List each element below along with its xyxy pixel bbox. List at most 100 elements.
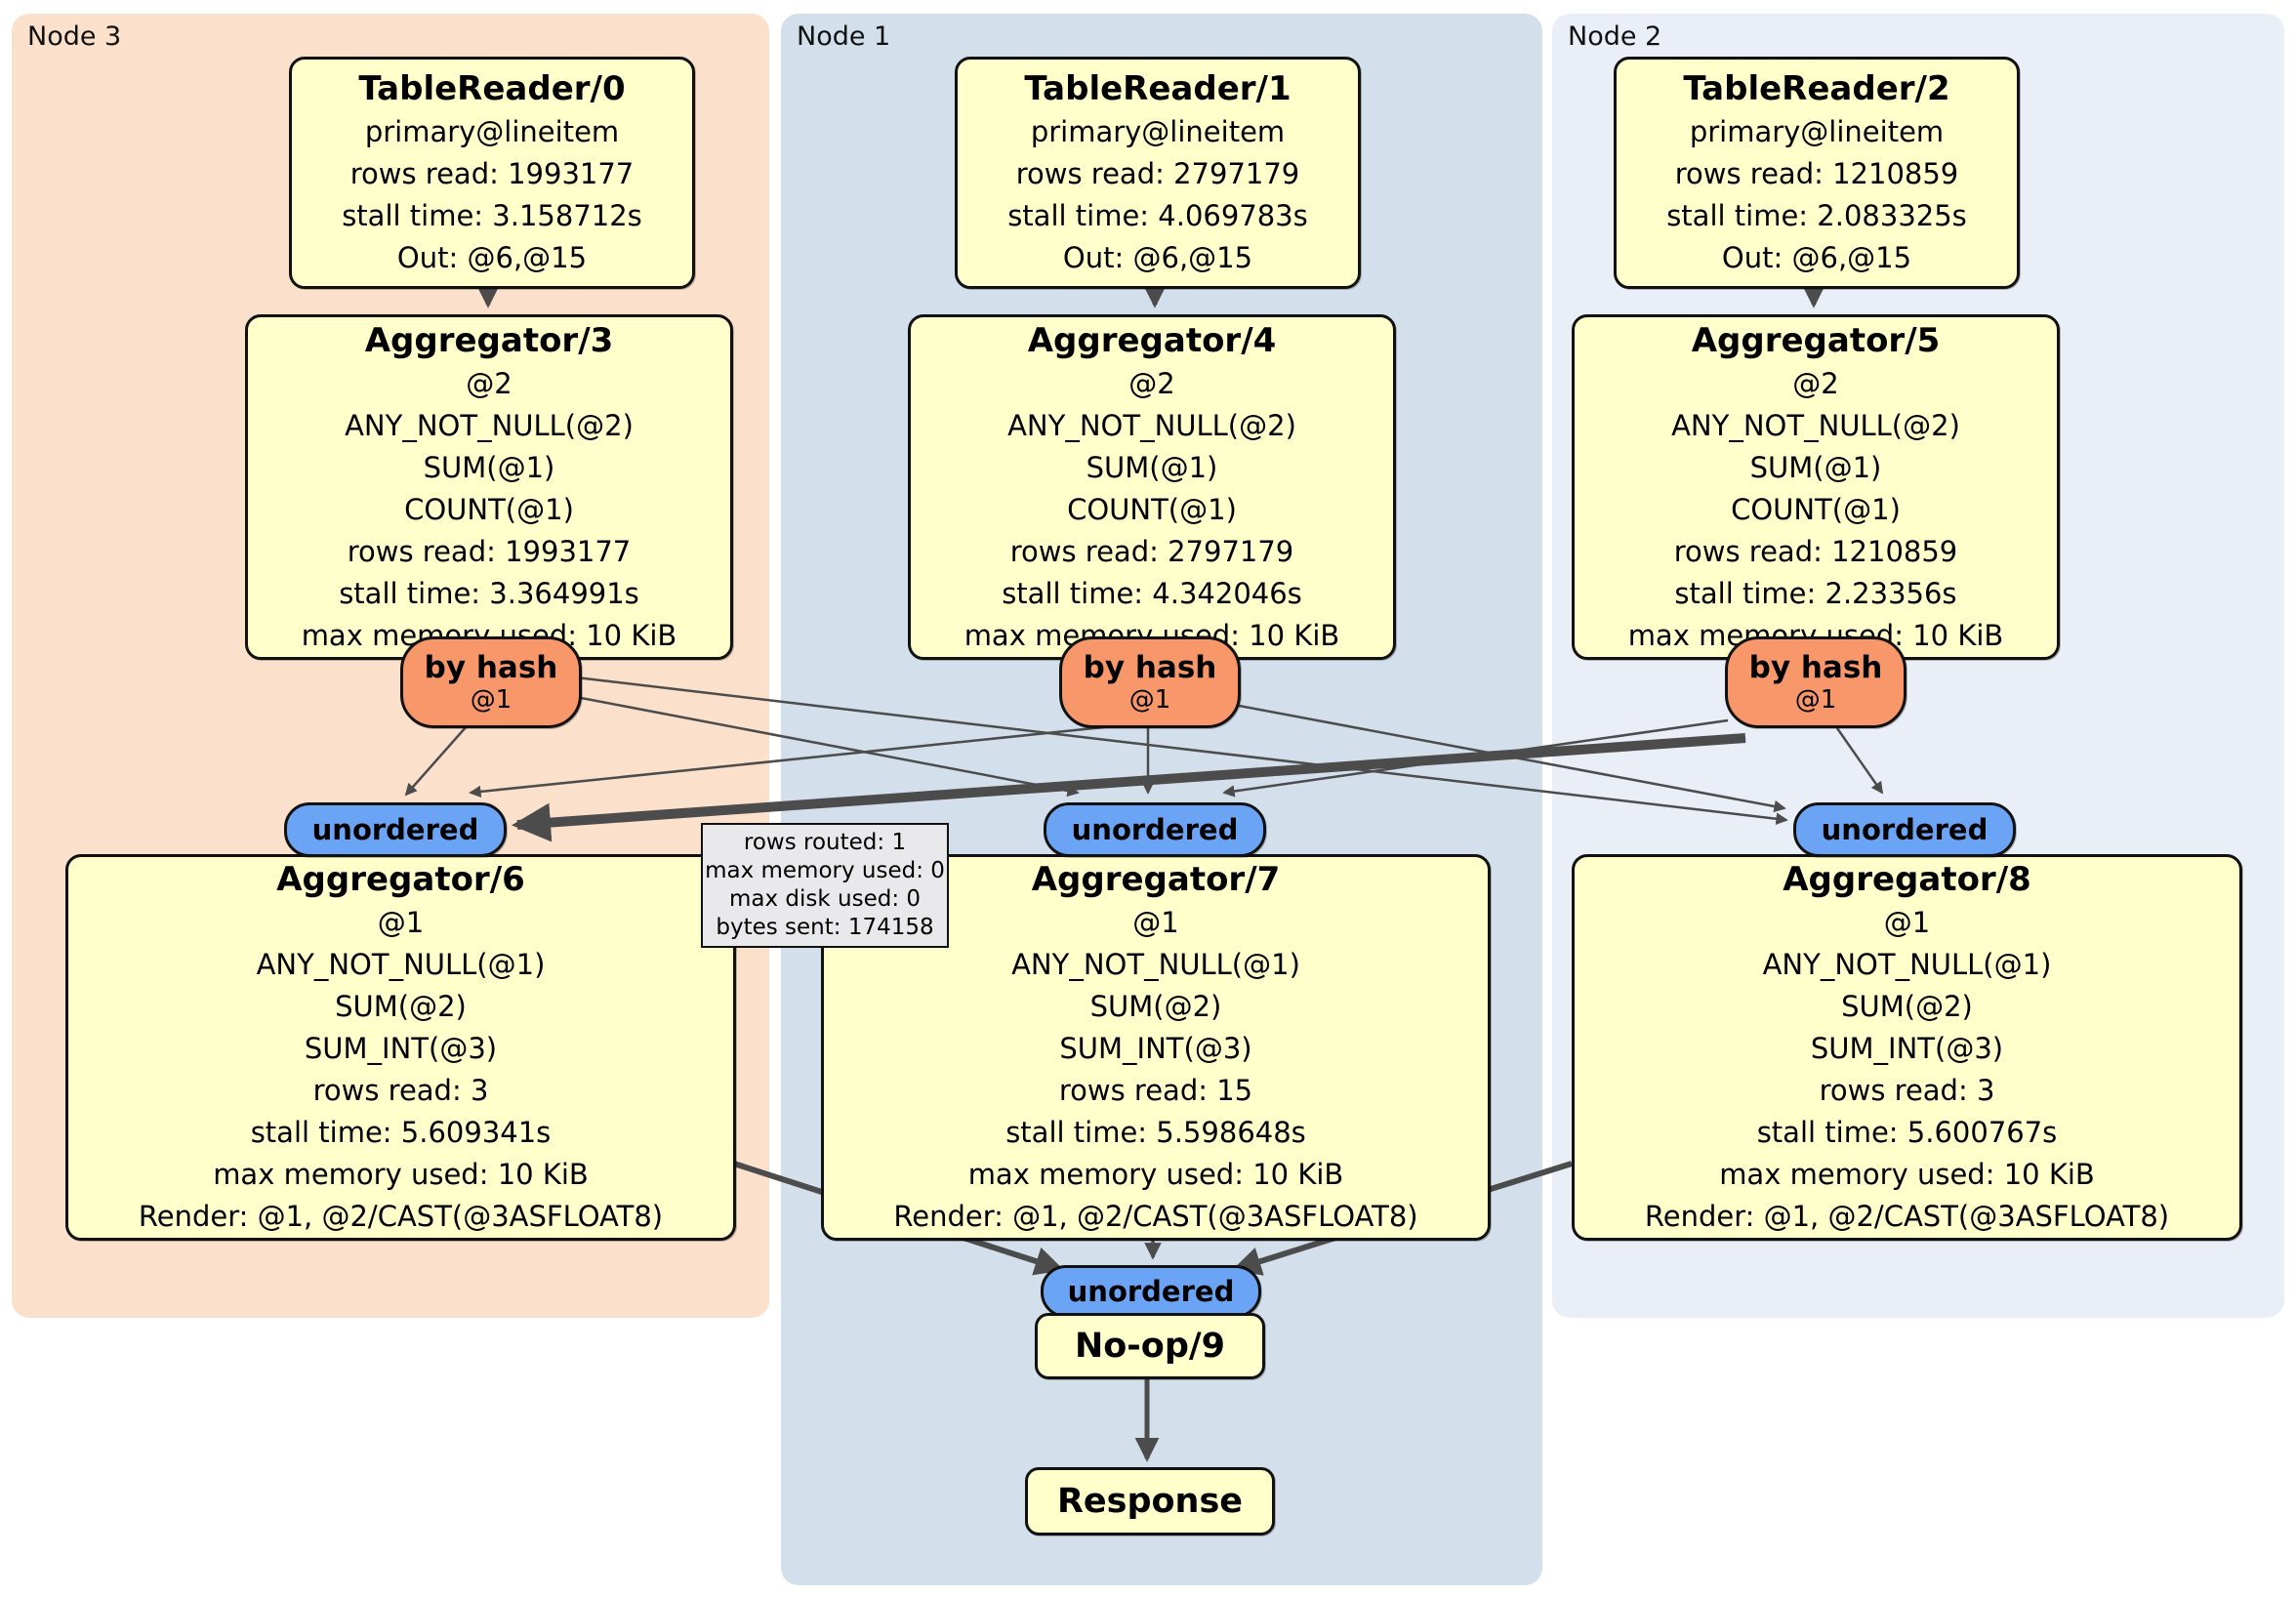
text-line: max memory used: 10 KiB [213,1158,589,1191]
text-line: stall time: 2.083325s [1666,199,1967,232]
text-line: stall time: 5.609341s [250,1116,552,1149]
region-label-node1: Node 1 [797,21,891,52]
text-line: ANY_NOT_NULL(@2) [1671,408,1960,442]
text-line: Render: @1, @2/CAST(@3ASFLOAT8) [1644,1200,2170,1233]
processor-title: Aggregator/7 [1031,860,1281,899]
edge-byhash4-unordered-n3 [469,724,1114,798]
stream-unordered-n3[interactable]: unordered [284,802,507,857]
text-line: rows read: 1993177 [349,157,635,190]
processor-title: Aggregator/4 [1027,320,1277,360]
text-line: stall time: 5.598648s [1005,1116,1306,1149]
text-line: Out: @6,@15 [396,241,588,274]
text-line: Out: @6,@15 [1062,241,1253,274]
stream-unordered-final[interactable]: unordered [1041,1265,1261,1318]
stream-unordered-n2[interactable]: unordered [1793,802,2016,857]
router-detail: @1 [1128,685,1171,715]
edge-byhash3-unordered-n3 [404,725,468,797]
text-line: SUM(@2) [1089,990,1222,1023]
text-line: stall time: 4.342046s [1002,576,1302,610]
stream-label: unordered [1067,1275,1235,1308]
text-line: stall time: 2.23356s [1674,576,1957,610]
text-line: SUM(@2) [335,990,467,1023]
stream-label: unordered [1821,813,1988,846]
processor-title: Aggregator/5 [1691,320,1941,360]
text-line: primary@lineitem [1689,115,1945,148]
text-line: rows routed: 1 [743,830,907,855]
processor-title: Aggregator/6 [276,860,525,899]
router-byhash-5[interactable]: by hash @1 [1725,636,1906,728]
edge-byhash3-unordered-n1 [575,695,1080,798]
processor-title: No-op/9 [1074,1327,1226,1366]
processor-title: TableReader/2 [1683,69,1950,108]
text-line: rows read: 15 [1058,1074,1253,1107]
processor-tablereader-2[interactable]: TableReader/2 primary@lineitem rows read:… [1614,57,2020,289]
text-line: rows read: 3 [1819,1074,1995,1107]
text-line: ANY_NOT_NULL(@1) [1762,948,2052,981]
text-line: stall time: 5.600767s [1756,1116,2058,1149]
region-label-node3: Node 3 [27,21,122,52]
text-line: SUM_INT(@3) [1810,1032,2004,1065]
text-line: primary@lineitem [1030,115,1286,148]
processor-title: TableReader/0 [358,69,626,108]
text-line: ANY_NOT_NULL(@2) [345,408,634,442]
processor-tablereader-1[interactable]: TableReader/1 primary@lineitem rows read:… [955,57,1361,289]
text-line: rows read: 1210859 [1673,534,1958,568]
text-line: @2 [1792,366,1839,400]
text-line: SUM_INT(@3) [304,1032,498,1065]
processor-title: Aggregator/3 [364,320,614,360]
edge-byhash5-unordered-n1 [1222,718,1729,798]
processor-title: Aggregator/8 [1783,860,2031,899]
text-line: @1 [1132,906,1179,939]
router-detail: @1 [470,685,512,715]
text-line: COUNT(@1) [1067,492,1237,526]
text-line: rows read: 1210859 [1674,157,1959,190]
text-line: @1 [1883,906,1931,939]
stream-unordered-n1[interactable]: unordered [1044,802,1266,857]
processor-details: primary@lineitem rows read: 1210859 stall … [1666,111,1967,279]
text-line: ANY_NOT_NULL(@2) [1007,408,1296,442]
text-line: COUNT(@1) [404,492,574,526]
text-line: max memory used: 10 KiB [967,1158,1344,1191]
text-line: @2 [466,366,512,400]
text-line: Render: @1, @2/CAST(@3ASFLOAT8) [138,1200,664,1233]
processor-title: Response [1056,1482,1244,1521]
text-line: max memory used: 0 [705,858,945,883]
text-line: bytes sent: 174158 [716,915,934,940]
processor-tablereader-0[interactable]: TableReader/0 primary@lineitem rows read:… [289,57,695,289]
text-line: stall time: 3.158712s [342,199,642,232]
text-line: ANY_NOT_NULL(@1) [1011,948,1300,981]
text-line: @2 [1128,366,1175,400]
text-line: rows read: 2797179 [1015,157,1300,190]
text-line: stall time: 3.364991s [339,576,639,610]
router-byhash-4[interactable]: by hash @1 [1059,636,1241,728]
text-line: primary@lineitem [364,115,620,148]
stream-label: unordered [1071,813,1239,846]
processor-noop-9[interactable]: No-op/9 [1035,1313,1265,1379]
router-detail: @1 [1794,685,1837,715]
processor-response[interactable]: Response [1025,1467,1275,1536]
edge-byhash5-unordered-n2 [1835,727,1884,795]
text-line: max disk used: 0 [728,886,922,912]
router-label: by hash [1083,650,1217,685]
text-line: SUM(@2) [1841,990,1973,1023]
text-line: ANY_NOT_NULL(@1) [256,948,546,981]
text-line: SUM(@1) [423,450,555,484]
text-line: Render: @1, @2/CAST(@3ASFLOAT8) [893,1200,1418,1233]
processor-title: TableReader/1 [1024,69,1292,108]
edge-stats-tooltip: rows routed: 1 max memory used: 0 max disk… [701,823,949,948]
text-line: rows read: 1993177 [347,534,632,568]
router-byhash-3[interactable]: by hash @1 [400,636,582,728]
edge-byhash3-unordered-n2 [575,676,1788,825]
text-line: rows read: 3 [312,1074,489,1107]
